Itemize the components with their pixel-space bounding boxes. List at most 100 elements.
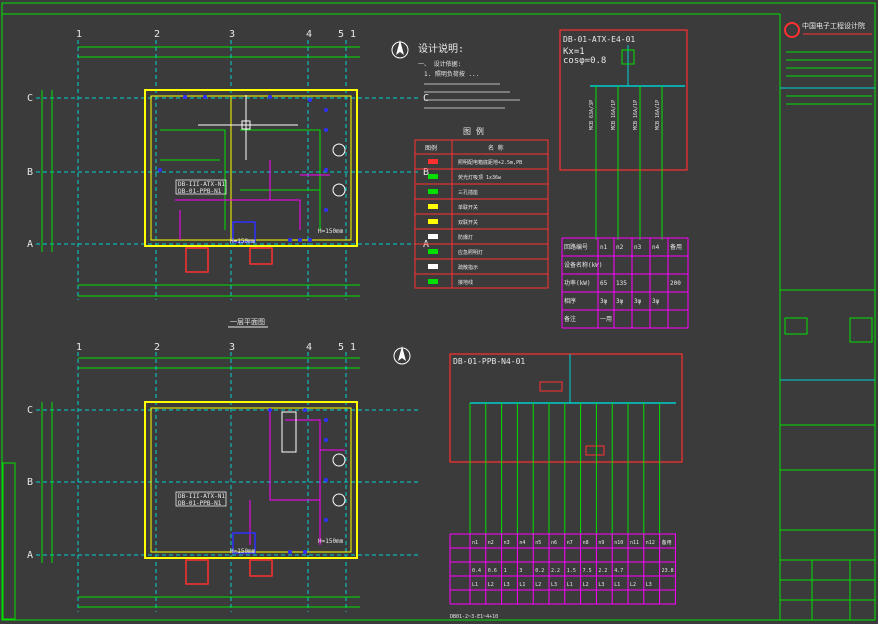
- axis-col-2: 2: [154, 29, 160, 40]
- power-wiring: [175, 160, 330, 240]
- panel-top-cell: n2: [616, 244, 624, 251]
- callout-height-b2: H=150mm: [318, 538, 344, 545]
- axis-col-3b: 3: [229, 342, 235, 353]
- axis-row-b-b: B: [27, 477, 33, 488]
- panel-top-cell: 3φ: [652, 298, 660, 305]
- axis-row-c: C: [27, 93, 33, 104]
- panel-top-cell: n3: [634, 244, 642, 251]
- room-label-b1: DB-III-ATX-N1: [178, 493, 225, 500]
- panel-top-breaker-label: MCB 16A/1P: [611, 100, 617, 130]
- inner-wall-b: [150, 407, 352, 553]
- axis-col-1b: 1: [76, 342, 82, 353]
- legend-symbol-icon: [428, 174, 438, 179]
- company-name: 中国电子工程设计院: [802, 21, 865, 30]
- north-arrow-pointer-b: [398, 346, 406, 361]
- company-logo-icon: [784, 22, 800, 38]
- bottom-floor-plan: 一层平面图 1 2 3 4 5 1 C B A DB-III-ATX-N1 DB…: [27, 318, 420, 612]
- panel-bottom-breakers: [469, 403, 661, 540]
- axis-row-c-b: C: [27, 405, 33, 416]
- legend-symbol-icon: [428, 189, 438, 194]
- callout-height: H=150mm: [230, 238, 256, 245]
- outer-wall-b: [144, 401, 358, 559]
- legend-symbol-icon: [428, 204, 438, 209]
- design-notes: 设计说明: 一、 设计依据: 1. 照明负荷按 ...: [418, 42, 520, 109]
- door-1: [185, 247, 209, 273]
- panel-top-diagram: DB-01-ATX-E4-01 Kx=1 cosφ=0.8 MCB 63A/3P…: [559, 29, 689, 329]
- panel-bottom-cell: 7.5: [583, 568, 592, 574]
- panel-top-breaker-label: MCB 63A/3P: [589, 100, 595, 130]
- equipment-circle-2: [332, 183, 346, 197]
- room-label-box-b: [175, 491, 227, 507]
- legend-row-label: 三孔插座: [458, 189, 478, 196]
- plan-title: 一层平面图: [230, 318, 265, 326]
- panel-top-cell: n1: [600, 244, 608, 251]
- panel-top-breaker-label: MCB 16A/1P: [655, 100, 661, 130]
- design-notes-title: 设计说明:: [418, 42, 464, 55]
- axis-col-4: 4: [306, 29, 312, 40]
- legend-row-label: 接地线: [458, 279, 473, 286]
- outer-wall: [144, 89, 358, 247]
- panel-bottom-cell: L2: [630, 582, 636, 588]
- panel-top-cell: 3φ: [616, 298, 624, 305]
- callout-height-2: H=150mm: [318, 228, 344, 235]
- device-dots-b: [268, 408, 328, 554]
- design-notes-line-1: 一、 设计依据:: [418, 60, 461, 68]
- panel-top-cell: 功率(kW): [564, 279, 590, 287]
- panel-bottom-cell: n5: [535, 540, 541, 546]
- legend-symbol-icon: [428, 279, 438, 284]
- panel-bottom-cell: 4.7: [614, 568, 623, 574]
- legend-row-label: 双联开关: [458, 219, 478, 226]
- panel-bottom-cell: n6: [551, 540, 557, 546]
- design-notes-text-lines: [424, 83, 520, 109]
- axis-col-4b: 4: [306, 342, 312, 353]
- panel-bottom-cell: L1: [614, 582, 620, 588]
- panel-top-cell: 备用: [670, 243, 682, 251]
- panel-bottom-cell: n10: [614, 540, 623, 546]
- panel-bottom-cell: n12: [646, 540, 655, 546]
- panel-bottom-note: DB01-2~3-E1~4+10: [450, 614, 498, 620]
- panel-bottom-cell: n2: [488, 540, 494, 546]
- equipment-circle-1: [332, 143, 346, 157]
- panel-bottom-cell: n11: [630, 540, 639, 546]
- panel-top-cell: 3φ: [634, 298, 642, 305]
- axis-col-6: 1: [350, 29, 356, 40]
- equipment-circle-b2: [332, 493, 346, 507]
- panel-bottom-cell: L2: [535, 582, 541, 588]
- legend-row-label: 防爆灯: [458, 234, 473, 241]
- legend-header-symbol: 图例: [425, 144, 437, 152]
- room-label-1: DB-III-ATX-N1: [178, 181, 225, 188]
- legend-symbol-icon: [428, 219, 438, 224]
- panel-top-box: [559, 29, 688, 171]
- north-arrow-pointer: [396, 40, 404, 55]
- legend-row-label: 照明配电箱底距地+2.5m,PB: [458, 159, 522, 166]
- panel-bottom-cell: L2: [488, 582, 494, 588]
- panel-bottom-cell: n9: [598, 540, 604, 546]
- panel-top-cell: 设备名称(kW): [564, 261, 602, 269]
- panel-bottom-cell: L1: [519, 582, 525, 588]
- panel-top-cell: 备注: [564, 315, 576, 323]
- axis-col-2b: 2: [154, 342, 160, 353]
- door-b1: [185, 559, 209, 585]
- distribution-box-b: [232, 532, 256, 554]
- power-wiring-b: [249, 410, 345, 545]
- panel-bottom-cell: n4: [519, 540, 525, 546]
- axis-col-1: 1: [76, 29, 82, 40]
- panel-bottom-cell: 2.2: [551, 568, 560, 574]
- panel-bottom-cell: 23.8: [662, 568, 674, 574]
- panel-bottom-cell: L3: [504, 582, 510, 588]
- axis-col-3: 3: [229, 29, 235, 40]
- equipment-box-b: [281, 411, 297, 453]
- left-strip: [2, 462, 16, 620]
- panel-top-cell: 3φ: [600, 298, 608, 305]
- panel-bottom-cell: L3: [551, 582, 557, 588]
- lighting-wiring: [160, 129, 321, 230]
- legend-row-label: 荧光灯吸顶 1x36w: [458, 174, 502, 181]
- panel-bottom-cell: L1: [472, 582, 478, 588]
- panel-bottom-cell: n1: [472, 540, 478, 546]
- panel-bottom-cell: L2: [583, 582, 589, 588]
- axis-row-b: B: [27, 167, 33, 178]
- room-label-b2: DB-01-PPB-N1: [178, 500, 222, 507]
